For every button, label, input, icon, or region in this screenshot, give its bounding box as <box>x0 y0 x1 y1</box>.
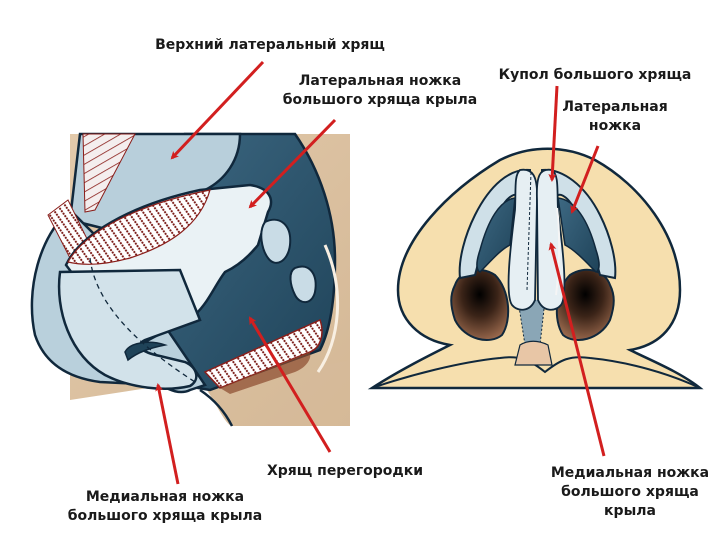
label-text: Латеральная ножка <box>298 73 462 89</box>
arrow-medial-crus-right <box>548 242 606 457</box>
arrow-septal <box>248 316 332 453</box>
label-upper-lateral-cartilage: Верхний латеральный хрящ <box>120 36 420 55</box>
label-text: большого хряща крыла <box>282 92 478 108</box>
label-text: Латеральная <box>562 99 668 115</box>
lateral-view-illustration <box>30 132 350 427</box>
label-text: Хрящ перегородки <box>266 463 424 479</box>
label-medial-crus-right: Медиальная ножка большого хряща крыла <box>540 464 720 521</box>
label-text: Медиальная ножка <box>550 465 710 481</box>
arrow-lateral-crus <box>248 118 337 209</box>
arrow-medial-crus-left <box>155 383 180 485</box>
label-text: ножка <box>588 118 642 134</box>
label-lateral-crus: Латеральная ножка большого хряща крыла <box>270 72 490 110</box>
arrow-upper-lateral <box>170 60 265 160</box>
label-text: Медиальная ножка <box>85 489 245 505</box>
arrow-lateral <box>570 145 600 214</box>
label-dome: Купол большого хряща <box>485 66 705 85</box>
label-text: крыла <box>604 503 656 519</box>
label-septal-cartilage: Хрящ перегородки <box>255 462 435 481</box>
label-text: большого хряща крыла <box>67 508 263 524</box>
label-medial-crus-left: Медиальная ножка большого хряща крыла <box>50 488 280 526</box>
label-text: большого хряща <box>561 484 699 500</box>
label-text: Верхний латеральный хрящ <box>155 37 385 53</box>
arrow-dome <box>548 85 559 182</box>
pointer-arrows <box>155 60 606 485</box>
basal-view-illustration <box>367 147 704 390</box>
label-lateral: Латеральная ножка <box>555 98 675 136</box>
label-text: Купол большого хряща <box>498 67 692 83</box>
